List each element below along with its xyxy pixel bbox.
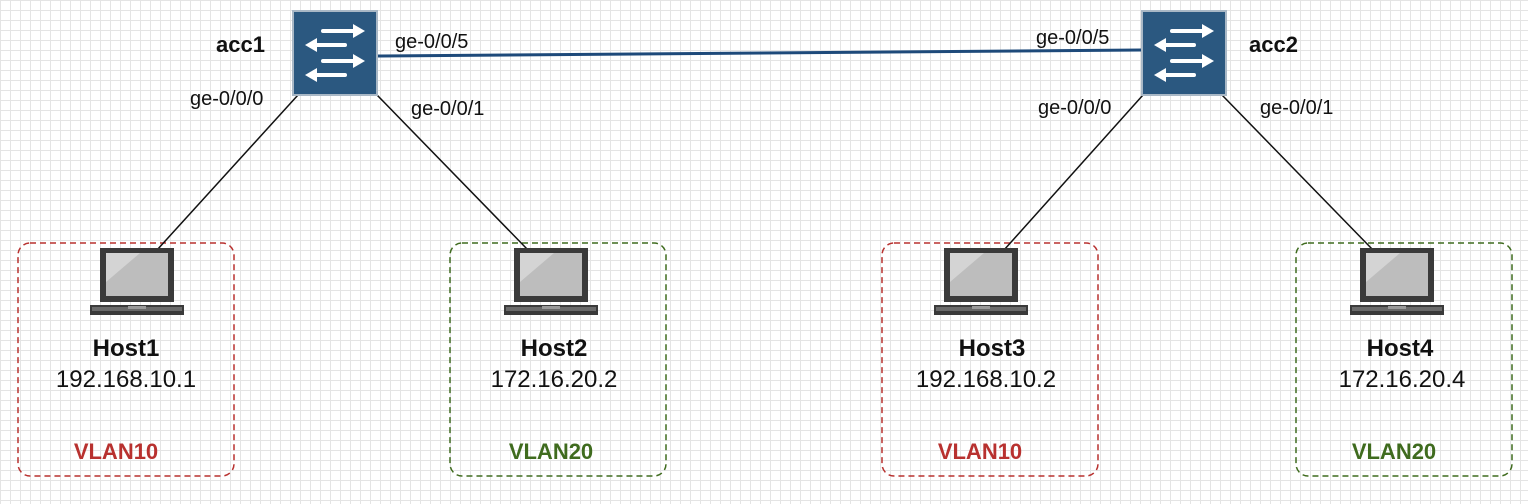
link-acc2-host3 xyxy=(1003,94,1144,251)
host1-ip: 192.168.10.1 xyxy=(55,366,197,393)
switch-acc2-icon[interactable] xyxy=(1140,9,1228,97)
host2-vlan-zone xyxy=(449,242,667,477)
host2-laptop-icon[interactable] xyxy=(504,248,598,315)
host1-vlan-zone xyxy=(17,242,235,477)
host3-vlan-label: VLAN10 xyxy=(937,439,1023,464)
host4-laptop-icon[interactable] xyxy=(1350,248,1444,315)
host3-name: Host3 xyxy=(958,335,1026,362)
link-acc2-host4 xyxy=(1221,94,1374,251)
acc1-port-left-label: ge-0/0/0 xyxy=(190,88,264,110)
host1-laptop-icon[interactable] xyxy=(90,248,184,315)
host1-vlan-label: VLAN10 xyxy=(73,439,159,464)
host3-ip: 192.168.10.2 xyxy=(915,366,1057,393)
link-acc1-host1 xyxy=(156,94,299,251)
acc1-port-right-label: ge-0/0/1 xyxy=(411,98,485,120)
acc1-port-uplink-label: ge-0/0/5 xyxy=(395,31,469,53)
switch-acc1-label: acc1 xyxy=(216,32,265,57)
switch-acc2-label: acc2 xyxy=(1249,32,1298,57)
host3-vlan-zone xyxy=(881,242,1099,477)
host4-vlan-label: VLAN20 xyxy=(1351,439,1437,464)
host4-name: Host4 xyxy=(1366,335,1434,362)
acc2-port-uplink-label: ge-0/0/5 xyxy=(1036,27,1110,49)
host4-ip: 172.16.20.4 xyxy=(1338,366,1466,393)
host4-vlan-zone xyxy=(1295,242,1513,477)
host2-vlan-label: VLAN20 xyxy=(508,439,594,464)
host2-ip: 172.16.20.2 xyxy=(490,366,618,393)
acc2-port-left-label: ge-0/0/0 xyxy=(1038,97,1112,119)
host1-name: Host1 xyxy=(92,335,160,362)
acc2-port-right-label: ge-0/0/1 xyxy=(1260,97,1334,119)
host3-laptop-icon[interactable] xyxy=(934,248,1028,315)
link-acc1-host2 xyxy=(376,94,529,251)
switch-acc1-icon[interactable] xyxy=(291,9,379,97)
trunk-link-acc1-acc2 xyxy=(376,48,1143,58)
host2-name: Host2 xyxy=(520,335,588,362)
